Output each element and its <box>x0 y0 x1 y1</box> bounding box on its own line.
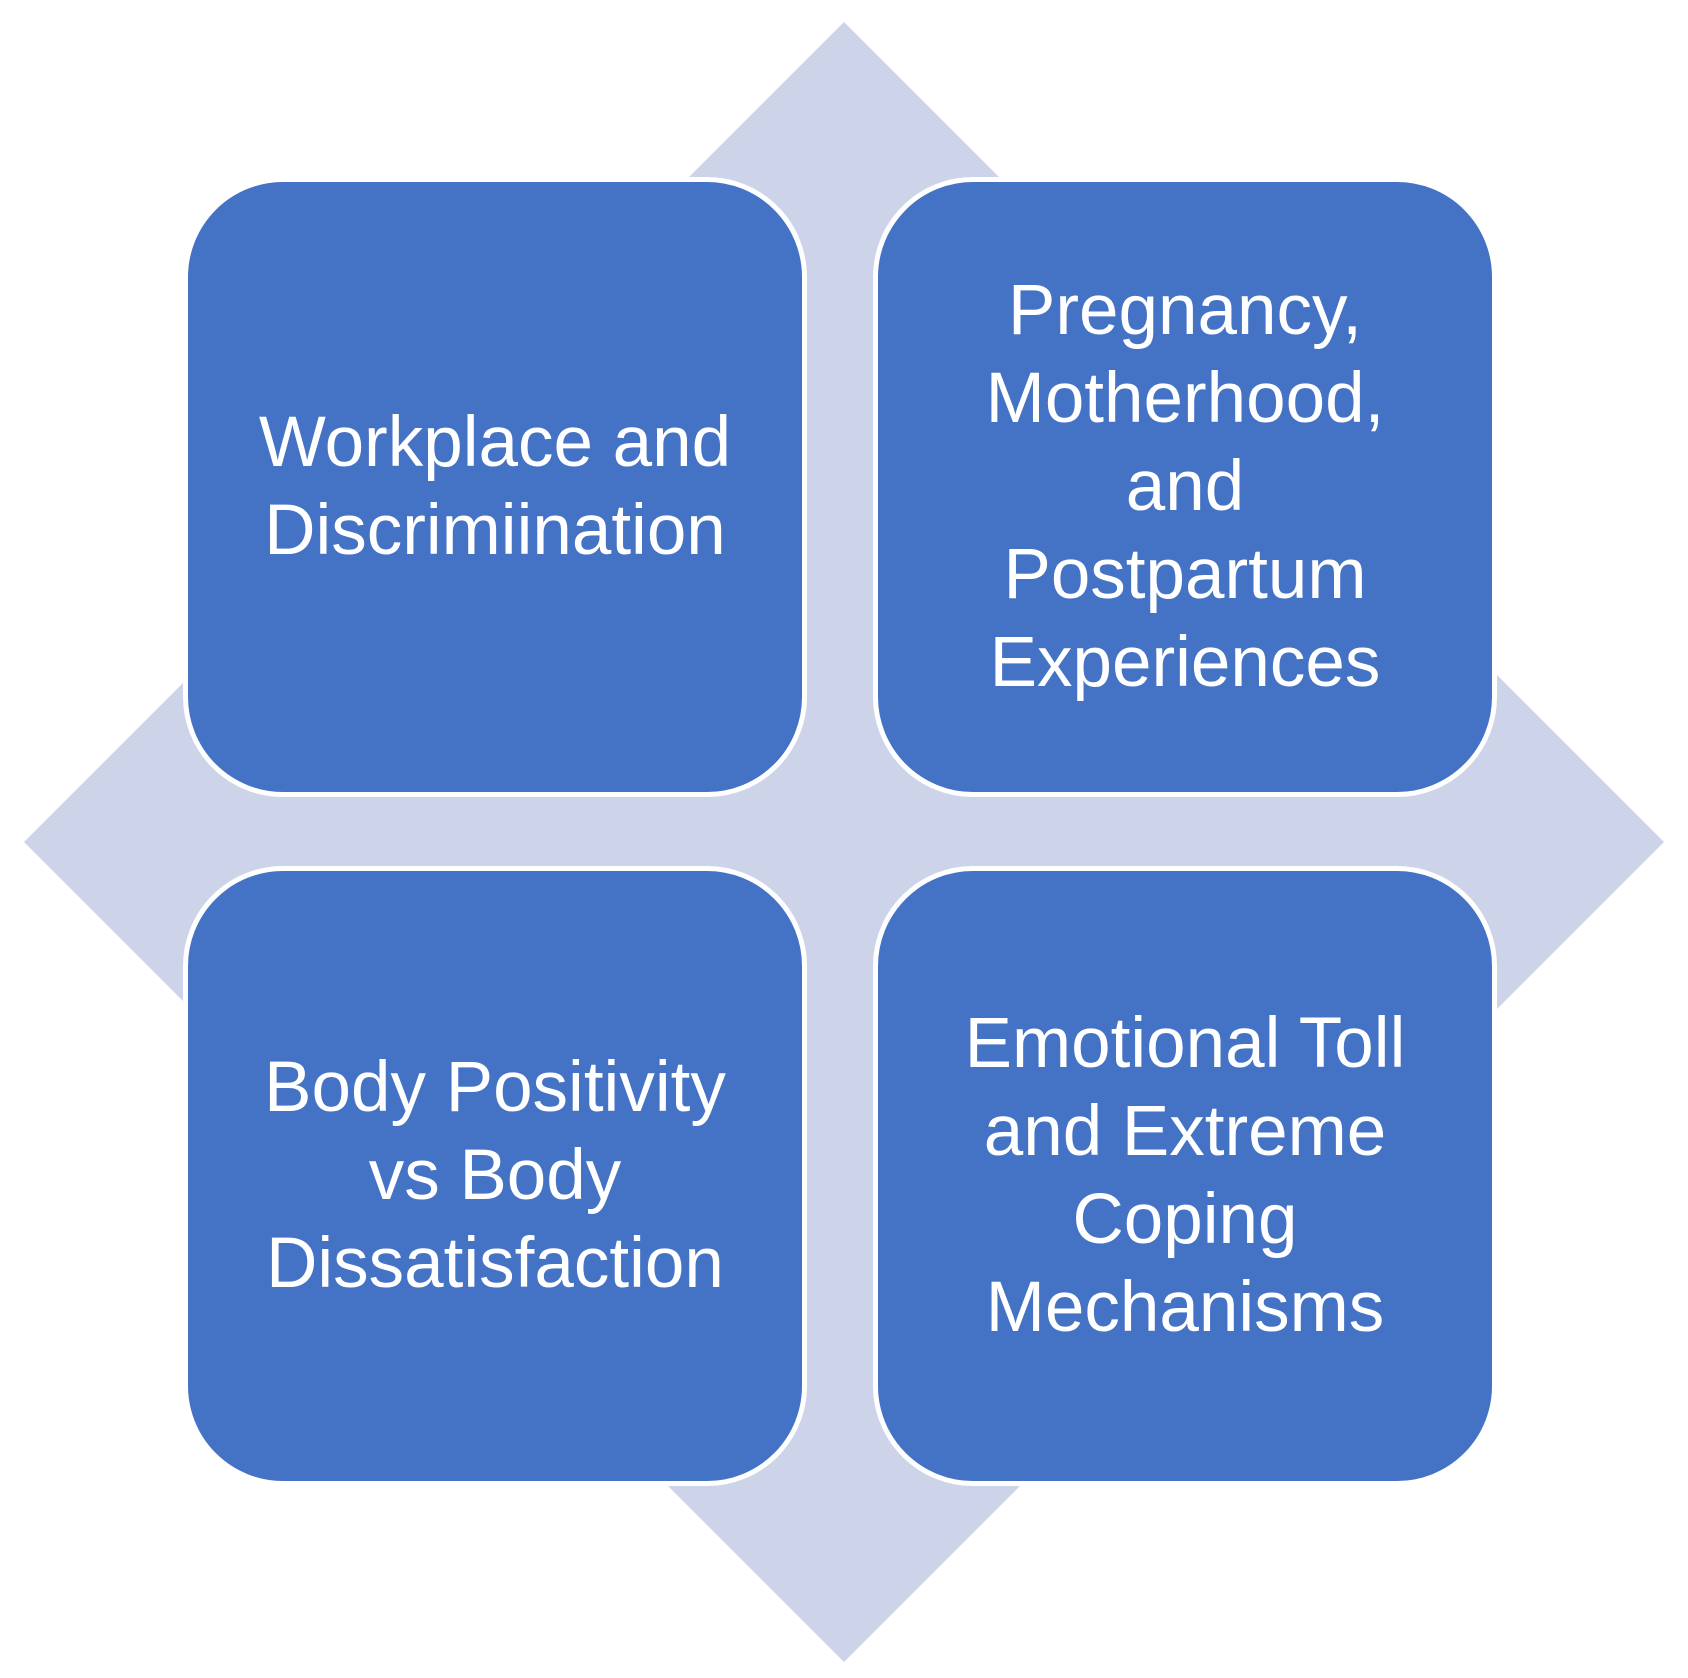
quadrant-workplace-discrimination: Workplace and Discrimiination <box>183 177 807 797</box>
quadrant-label: Workplace and Discrimiination <box>258 403 732 570</box>
quadrant-label: Emotional Toll and Extreme Coping Mechan… <box>964 1004 1406 1347</box>
quadrant-pregnancy-motherhood: Pregnancy, Motherhood, and Postpartum Ex… <box>873 177 1497 797</box>
quadrant-body-positivity: Body Positivity vs Body Dissatisfaction <box>183 866 807 1486</box>
quadrant-label: Pregnancy, Motherhood, and Postpartum Ex… <box>985 271 1385 702</box>
quadrant-emotional-toll: Emotional Toll and Extreme Coping Mechan… <box>873 866 1497 1486</box>
quadrant-label: Body Positivity vs Body Dissatisfaction <box>264 1048 726 1303</box>
